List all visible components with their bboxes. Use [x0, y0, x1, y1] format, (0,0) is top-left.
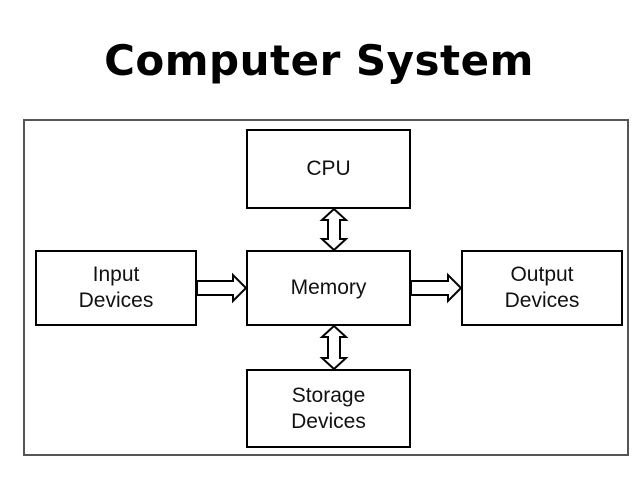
- output-devices-box: Output Devices: [461, 250, 623, 326]
- storage-devices-label-line-1: Storage: [291, 383, 366, 407]
- memory-storage-double-arrow: [319, 324, 349, 371]
- memory-to-output-arrow: [410, 272, 463, 304]
- cpu-label: CPU: [306, 157, 351, 180]
- storage-devices-label-line-2: Devices: [291, 409, 366, 433]
- storage-devices-box: Storage Devices: [246, 369, 411, 448]
- memory-label: Memory: [290, 276, 367, 299]
- input-to-memory-arrow: [196, 272, 248, 304]
- input-devices-box: Input Devices: [35, 250, 197, 326]
- cpu-box: CPU: [246, 129, 411, 209]
- cpu-memory-double-arrow: [319, 207, 349, 252]
- page-title: Computer System: [104, 36, 534, 85]
- input-devices-label-line-1: Input: [92, 263, 140, 286]
- diagram-frame: [23, 119, 629, 456]
- output-devices-label-line-1: Output: [510, 263, 574, 286]
- input-devices-label-line-2: Devices: [78, 289, 154, 312]
- output-devices-label-line-2: Devices: [504, 289, 580, 312]
